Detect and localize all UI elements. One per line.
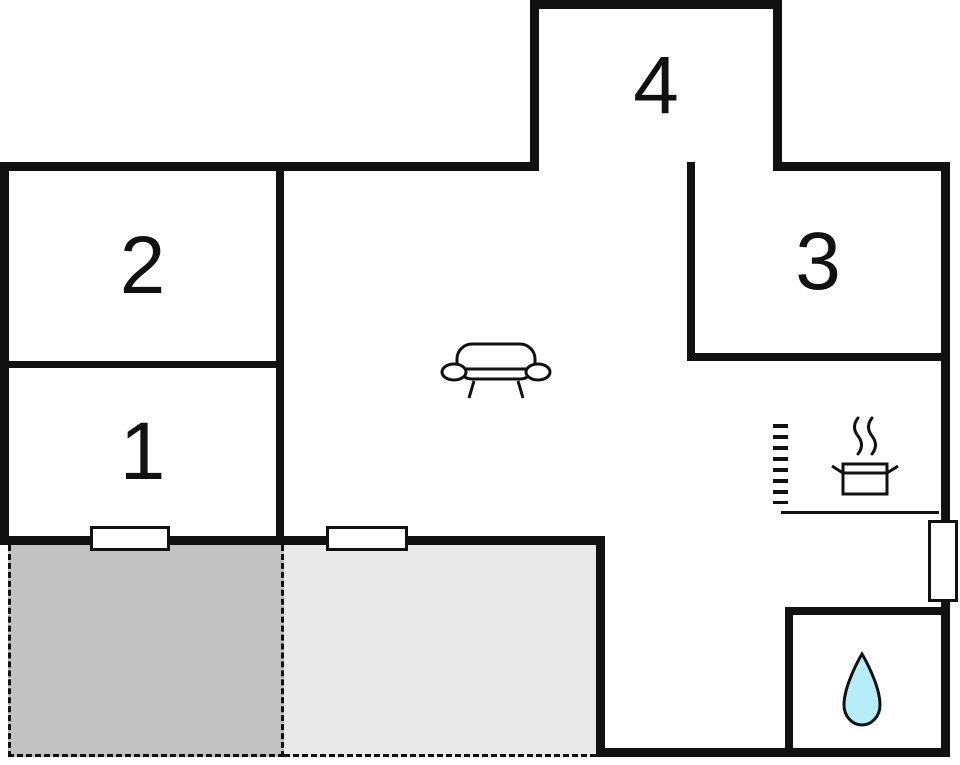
- room-3: 3: [695, 171, 941, 353]
- room-4: 4: [539, 9, 773, 162]
- room-4-label: 4: [633, 39, 679, 131]
- wall-mid-vertical: [596, 540, 605, 757]
- wall-protrusion-top: [530, 0, 782, 9]
- wall-top-right: [773, 162, 950, 171]
- wall-room3-bottom: [687, 353, 950, 361]
- wall-protrusion-right: [773, 0, 782, 171]
- window-icon: [90, 526, 170, 551]
- radiator-icon: [773, 424, 788, 504]
- window-icon: [928, 520, 958, 602]
- room-2-label: 2: [119, 220, 166, 311]
- wall-top-left: [0, 162, 539, 171]
- terrace-light: [284, 545, 596, 757]
- room-1-label: 1: [119, 406, 166, 497]
- room-1: 1: [9, 368, 276, 536]
- kitchen-counter: [781, 511, 939, 514]
- wall-protrusion-left: [530, 0, 539, 171]
- water-drop-icon: [841, 650, 883, 737]
- wall-rooms-vertical: [276, 162, 284, 541]
- wall-terrace-top: [0, 536, 605, 545]
- room-2: 2: [9, 171, 276, 361]
- wall-bathroom-left: [785, 607, 793, 757]
- sofa-icon: [440, 340, 552, 409]
- window-icon: [326, 526, 408, 551]
- wall-right: [941, 162, 950, 757]
- wall-bottom-right: [596, 748, 950, 757]
- wall-bathroom-top: [785, 607, 950, 615]
- wall-rooms-divider: [0, 361, 284, 368]
- stove-pot-icon: [828, 412, 900, 511]
- wall-room3-left: [687, 162, 695, 360]
- room-3-label: 3: [795, 216, 841, 307]
- wall-left: [0, 162, 9, 545]
- terrace-dark: [8, 545, 284, 757]
